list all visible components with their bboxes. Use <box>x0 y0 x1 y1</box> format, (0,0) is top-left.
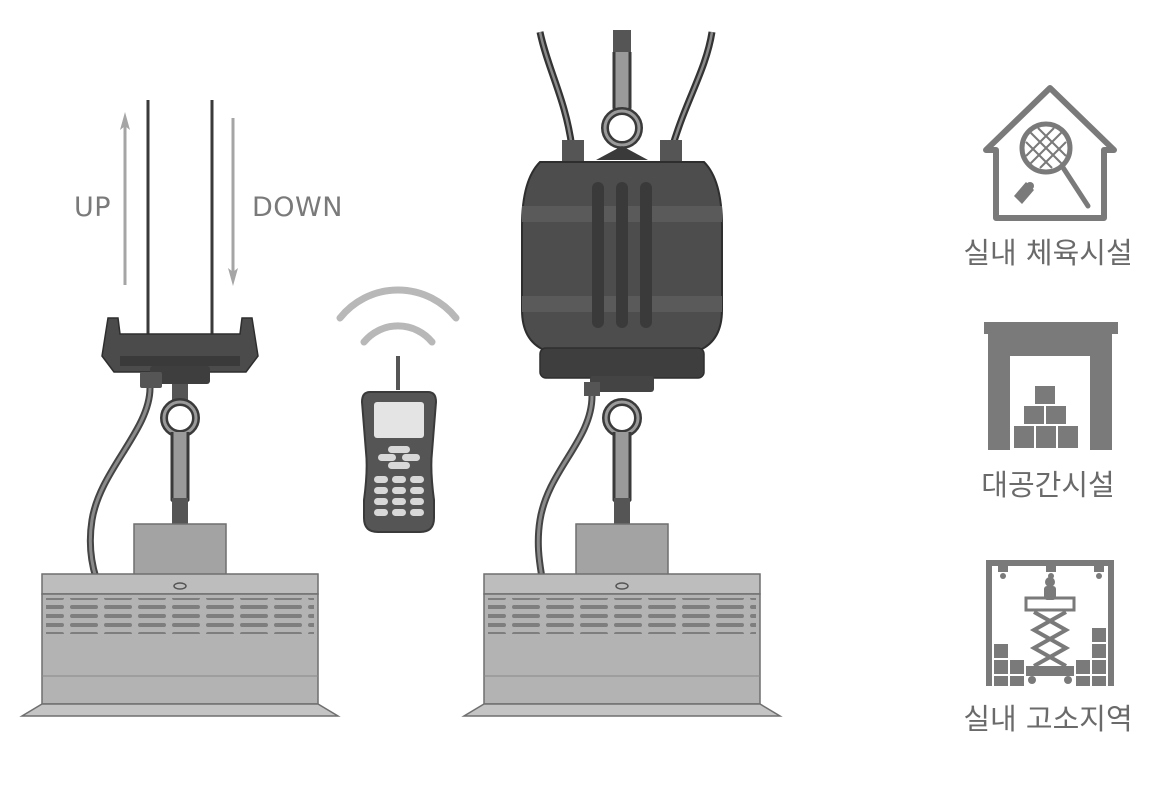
up-label: UP <box>74 192 112 223</box>
scissor-lift-icon <box>986 560 1114 686</box>
up-arrow <box>120 112 130 285</box>
hanging-hook <box>160 384 200 524</box>
left-assembly <box>19 100 341 717</box>
remote-control <box>336 286 460 533</box>
top-bracket <box>101 317 259 388</box>
badminton-house-icon <box>983 85 1117 221</box>
light-fixture-right <box>461 523 783 717</box>
caption-large-space: 대공간시설 <box>981 468 1115 502</box>
wireless-signal-icon <box>336 286 460 346</box>
hanging-hook-right <box>602 398 642 524</box>
caption-indoor-height: 실내 고소지역 <box>963 702 1133 736</box>
caption-indoor-sports: 실내 체육시설 <box>963 236 1133 270</box>
warehouse-boxes-icon <box>984 322 1118 450</box>
right-assembly <box>461 30 783 717</box>
electric-hoist <box>521 140 723 396</box>
down-label: DOWN <box>252 192 343 223</box>
light-fixture-left <box>19 523 341 717</box>
down-arrow <box>228 118 238 286</box>
